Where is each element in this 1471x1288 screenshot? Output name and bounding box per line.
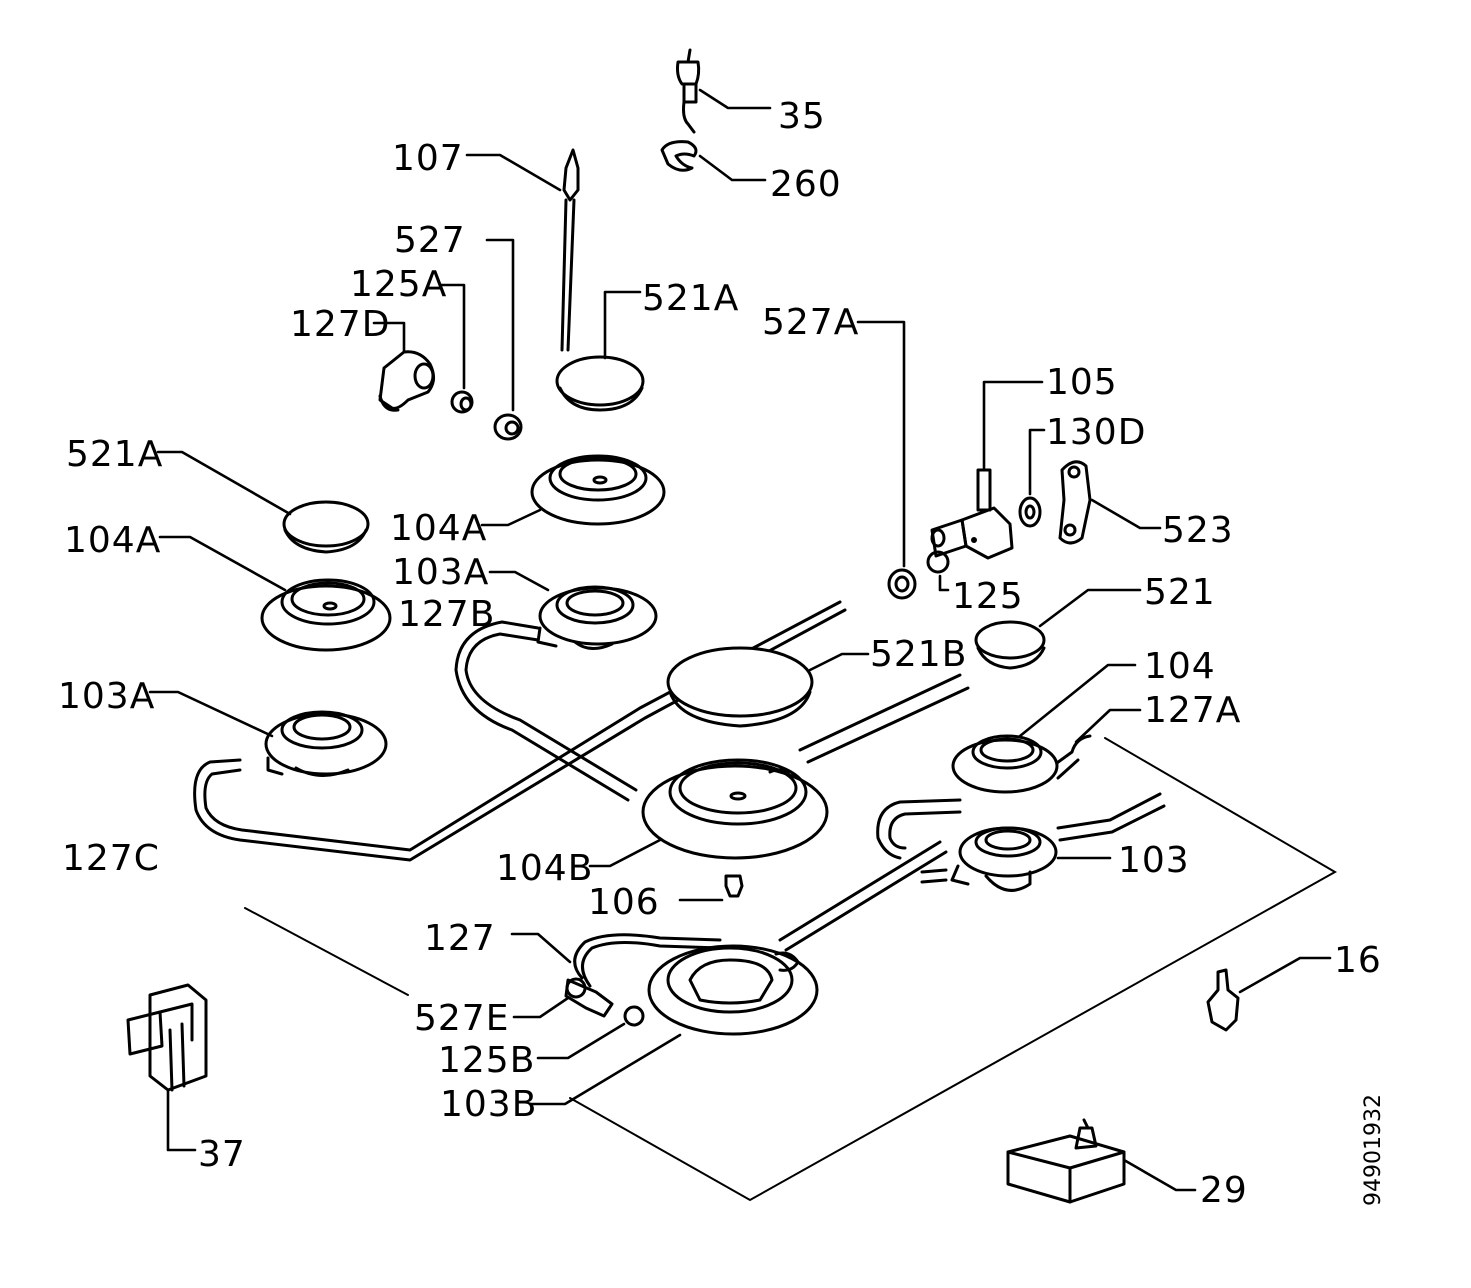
part-104B-large-burner: [588, 758, 829, 868]
gas-tubes: [193, 600, 1166, 988]
label-527: 527: [394, 220, 466, 261]
label-521B: 521B: [870, 634, 967, 675]
label-29: 29: [1200, 1170, 1248, 1211]
part-104A-center-burner: [480, 454, 666, 527]
label-103A-center: 103A: [392, 552, 489, 593]
label-103: 103: [1118, 840, 1190, 881]
part-125B-washer: [536, 1005, 645, 1060]
label-527A: 527A: [762, 302, 859, 343]
part-103A-left-base: [148, 690, 388, 777]
part-527-nozzle: [485, 238, 523, 441]
label-104B: 104B: [496, 848, 593, 889]
label-107: 107: [392, 138, 464, 179]
label-16: 16: [1334, 940, 1382, 981]
part-104-right-burner: [951, 663, 1137, 794]
label-527E: 527E: [414, 998, 509, 1039]
part-523-bracket: [1058, 460, 1162, 545]
label-521A-left: 521A: [66, 434, 163, 475]
part-104A-left-burner: [158, 535, 392, 652]
lead-127: [510, 932, 572, 964]
part-103-right-base: [920, 826, 1112, 892]
hob-outline: [244, 737, 1338, 1202]
label-127A: 127A: [1144, 690, 1241, 731]
part-106-injector: [678, 874, 744, 902]
label-104A-center: 104A: [390, 508, 487, 549]
label-105: 105: [1046, 362, 1118, 403]
part-103A-center-base: [488, 570, 658, 650]
label-130D: 130D: [1046, 412, 1146, 453]
label-260: 260: [770, 164, 842, 205]
label-127D: 127D: [290, 304, 390, 345]
label-104: 104: [1144, 646, 1216, 687]
part-127D-elbow: [372, 321, 435, 412]
part-35-ignition-plug: [676, 48, 772, 134]
part-521B-big-cap: [666, 646, 870, 728]
part-527E-fitting: [512, 977, 614, 1019]
part-521A-top-cap: [555, 290, 645, 412]
part-labels: 35 260 107 527 125A 127D 521A 527A 105 1…: [58, 96, 1382, 1211]
label-523: 523: [1162, 510, 1234, 551]
label-35: 35: [778, 96, 826, 137]
drawing-number: 94901932: [1361, 1094, 1386, 1206]
part-107-thermocouple: [465, 148, 580, 352]
part-521A-left-cap: [156, 450, 370, 554]
part-130D-washer: [1018, 428, 1046, 528]
part-521-cap: [974, 588, 1142, 670]
label-103B: 103B: [440, 1084, 537, 1125]
label-104A-left: 104A: [64, 520, 161, 561]
label-103A-left: 103A: [58, 676, 155, 717]
label-127: 127: [424, 918, 496, 959]
label-125A: 125A: [350, 264, 447, 305]
part-37-switch: [126, 983, 208, 1152]
part-125-washer: [926, 550, 950, 592]
part-260-clip: [660, 140, 767, 182]
part-29-ignition-box: [1006, 1118, 1197, 1204]
part-103B-wok-burner: [528, 944, 819, 1106]
label-521A-top: 521A: [642, 278, 739, 319]
label-521: 521: [1144, 572, 1216, 613]
label-127B: 127B: [398, 594, 495, 635]
label-125B: 125B: [438, 1040, 535, 1081]
part-125A-washer: [438, 283, 474, 414]
label-106: 106: [588, 882, 660, 923]
part-527A-nut: [856, 320, 917, 600]
part-105-valve: [930, 380, 1044, 560]
part-16-ignition-plug: [1206, 956, 1332, 1032]
label-37: 37: [198, 1134, 246, 1175]
label-125: 125: [952, 576, 1024, 617]
label-127C: 127C: [62, 838, 160, 879]
lead-127A: [1074, 708, 1142, 744]
